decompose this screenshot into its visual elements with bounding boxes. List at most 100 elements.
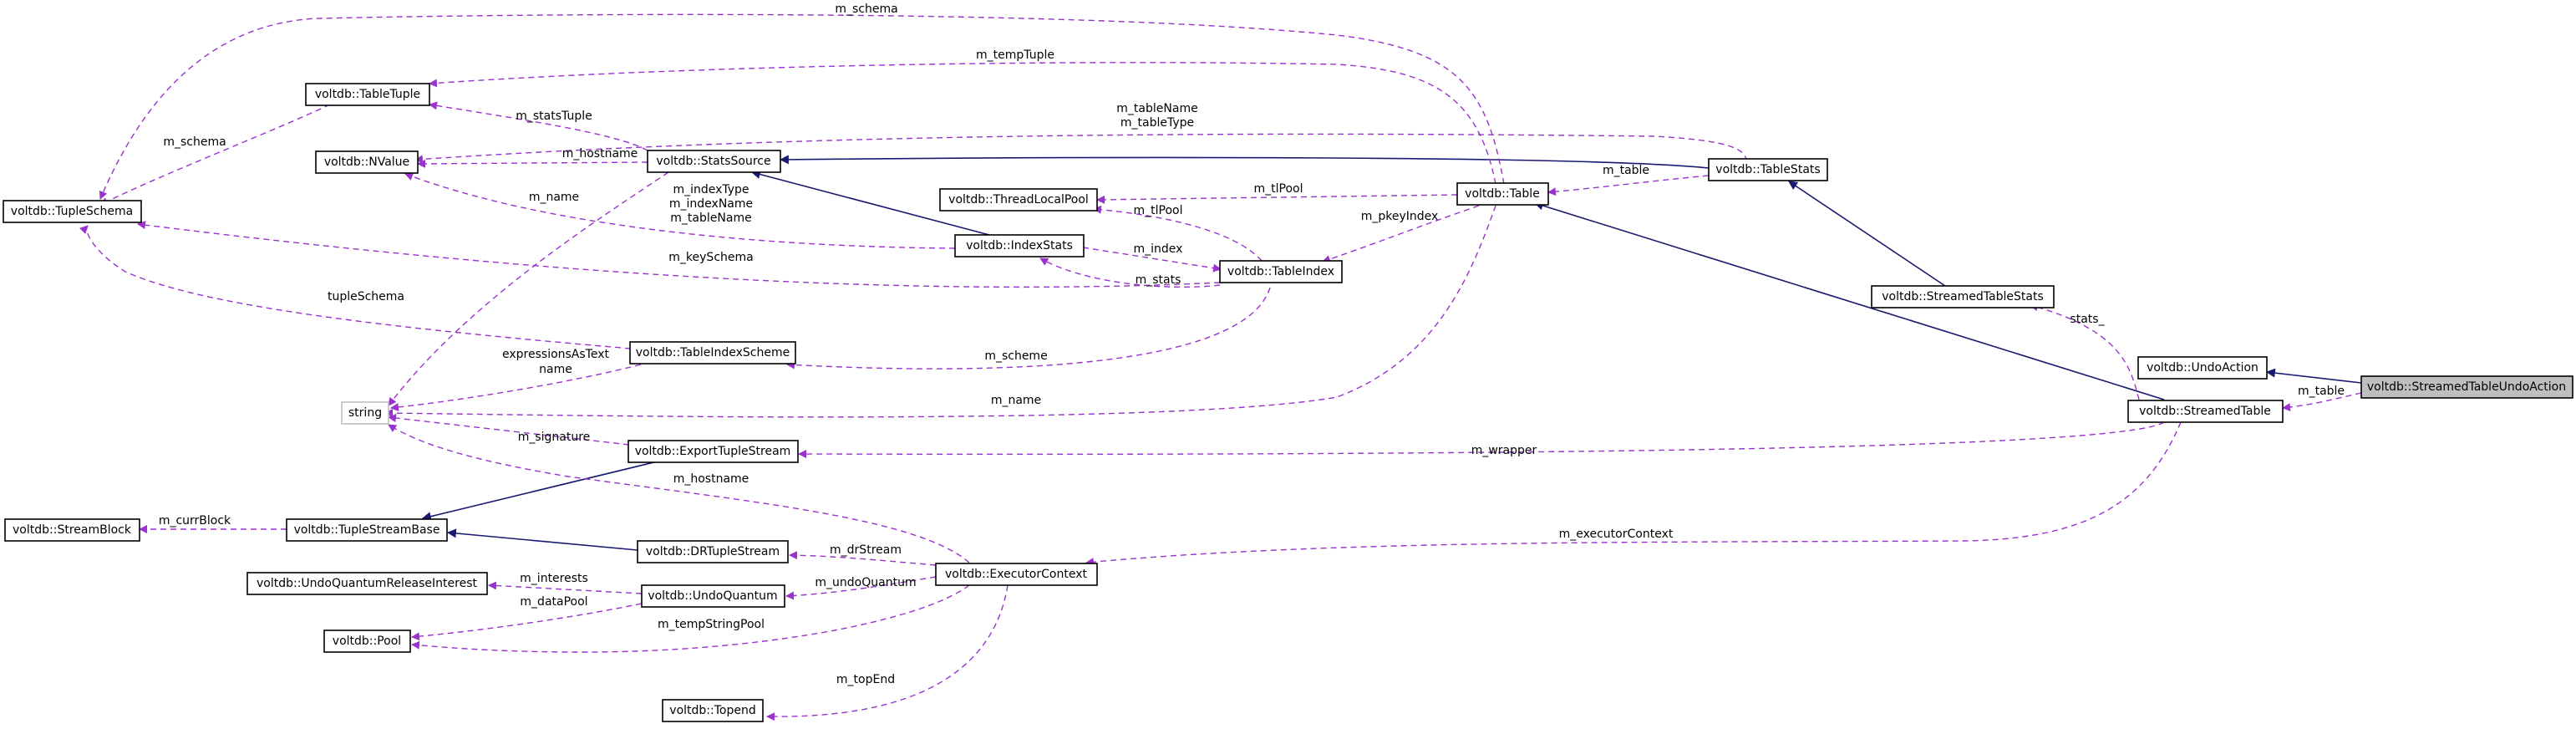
svg-text:voltdb::TableStats: voltdb::TableStats (1715, 163, 1820, 176)
svg-text:voltdb::StreamedTableUndoActio: voltdb::StreamedTableUndoAction (2367, 380, 2566, 394)
svg-text:voltdb::ExecutorContext: voltdb::ExecutorContext (945, 568, 1087, 581)
node-executorcontext[interactable]: voltdb::ExecutorContext (935, 563, 1098, 586)
label-m-interests: m_interests (520, 572, 588, 585)
svg-text:voltdb::TupleStreamBase: voltdb::TupleStreamBase (294, 523, 440, 537)
label-m-tempstringpool: m_tempStringPool (658, 618, 765, 631)
node-table[interactable]: voltdb::Table (1456, 182, 1549, 206)
label-m-indextype: m_indexType (673, 183, 749, 196)
svg-text:voltdb::TupleSchema: voltdb::TupleSchema (11, 205, 133, 218)
label-m-tabletype: m_tableType (1120, 116, 1194, 130)
edge-use-statssource-tabletuple (429, 101, 648, 151)
edge-use-statssource-string (388, 171, 669, 406)
label-name: name (539, 363, 572, 376)
node-tuplestreambase[interactable]: voltdb::TupleStreamBase (286, 518, 448, 542)
edge-inherit-streamedtablestats-tablestats (1788, 181, 1946, 287)
node-threadlocalpool[interactable]: voltdb::ThreadLocalPool (939, 188, 1098, 212)
edge-use-tablestats-table (1547, 175, 1710, 196)
svg-text:voltdb::UndoQuantum: voltdb::UndoQuantum (648, 589, 777, 603)
label-expressionsastext: expressionsAsText (502, 348, 610, 361)
edge-use-executorcontext-string (388, 424, 970, 563)
label-m-tablename-index: m_tableName (670, 212, 751, 225)
svg-text:voltdb::TableTuple: voltdb::TableTuple (315, 88, 420, 101)
edge-inherit-drtuplestream-tuplestreambase (446, 528, 638, 551)
edge-use-indexstats-nvalue (404, 172, 956, 249)
node-topend[interactable]: voltdb::Topend (662, 699, 764, 722)
edge-use-tableindex-indexstats (1039, 257, 1221, 288)
edge-use-streamedtable-executorcontext (1085, 421, 2182, 567)
svg-text:string: string (348, 406, 382, 420)
svg-text:voltdb::Topend: voltdb::Topend (669, 704, 755, 717)
label-m-hostname-exec: m_hostname (673, 472, 749, 486)
label-m-pkeyindex: m_pkeyIndex (1361, 210, 1439, 223)
edge-use-undoquantum-pool (411, 603, 643, 641)
node-statssource[interactable]: voltdb::StatsSource (647, 150, 781, 173)
node-string[interactable]: string (341, 401, 389, 425)
edge-use-tablestats-nvalue (414, 133, 1747, 164)
edge-use-tableindex-threadlocalpool (1093, 205, 1263, 262)
svg-text:voltdb::UndoQuantumReleaseInte: voltdb::UndoQuantumReleaseInterest (257, 577, 478, 590)
svg-text:voltdb::DRTupleStream: voltdb::DRTupleStream (646, 545, 780, 558)
label-m-statstuple: m_statsTuple (516, 110, 592, 123)
edge-use-executorcontext-undoquantum (785, 576, 937, 600)
edge-use-streamedtable-streamedtablestats (2030, 303, 2140, 400)
svg-text:voltdb::UndoAction: voltdb::UndoAction (2147, 361, 2258, 375)
svg-text:voltdb::Pool: voltdb::Pool (333, 635, 401, 648)
node-streamblock[interactable]: voltdb::StreamBlock (4, 518, 140, 542)
label-m-topend: m_topEnd (836, 673, 895, 686)
svg-text:voltdb::StreamedTableStats: voltdb::StreamedTableStats (1882, 290, 2044, 303)
node-tableindex[interactable]: voltdb::TableIndex (1219, 260, 1343, 283)
edge-use-executorcontext-drtuplestream (789, 551, 937, 566)
node-undoaction[interactable]: voltdb::UndoAction (2137, 356, 2268, 380)
svg-text:voltdb::NValue: voltdb::NValue (324, 155, 409, 169)
node-streamedtablestats[interactable]: voltdb::StreamedTableStats (1871, 285, 2055, 308)
edge-use-table-tabletuple (429, 62, 1496, 185)
node-undoquantumreleaseinterest[interactable]: voltdb::UndoQuantumReleaseInterest (246, 572, 488, 595)
edge-inherit-tablestats-statssource (779, 155, 1710, 169)
label-m-schema-left: m_schema (163, 135, 226, 149)
edge-use-statssource-nvalue (417, 159, 648, 168)
svg-text:voltdb::TableIndexScheme: voltdb::TableIndexScheme (636, 346, 790, 359)
node-tablestats[interactable]: voltdb::TableStats (1708, 158, 1828, 181)
label-m-index: m_index (1134, 242, 1183, 256)
edge-use-executorcontext-topend (766, 584, 1009, 721)
node-pool[interactable]: voltdb::Pool (323, 630, 411, 653)
edge-use-tableindexscheme-tupleschema (79, 225, 632, 349)
label-m-table-undo: m_table (2298, 385, 2345, 398)
edge-use-tabletuple-tupleschema (99, 104, 331, 206)
label-m-schema-top: m_schema (835, 3, 897, 16)
label-m-table-stats: m_table (1603, 164, 1649, 177)
label-m-wrapper: m_wrapper (1471, 444, 1537, 457)
label-m-hostname-top: m_hostname (562, 147, 638, 161)
node-streamedtable[interactable]: voltdb::StreamedTable (2127, 400, 2284, 423)
edge-use-table-tupleschema-top (99, 13, 1505, 200)
svg-text:voltdb::StreamBlock: voltdb::StreamBlock (13, 523, 132, 537)
edge-use-tableindex-tableindexscheme (786, 287, 1271, 370)
node-tableindexscheme[interactable]: voltdb::TableIndexScheme (629, 341, 796, 364)
node-tabletuple[interactable]: voltdb::TableTuple (305, 83, 430, 106)
node-indexstats[interactable]: voltdb::IndexStats (954, 234, 1085, 257)
svg-text:voltdb::StreamedTable: voltdb::StreamedTable (2139, 405, 2271, 418)
node-nvalue[interactable]: voltdb::NValue (315, 150, 419, 174)
svg-text:voltdb::StatsSource: voltdb::StatsSource (656, 155, 770, 168)
label-m-keyschema: m_keySchema (668, 251, 753, 264)
label-stats-: stats_ (2070, 313, 2105, 326)
svg-text:voltdb::ThreadLocalPool: voltdb::ThreadLocalPool (948, 193, 1089, 206)
label-m-undoquantum: m_undoQuantum (815, 576, 916, 589)
edge-inherit-indexstats-statssource (750, 170, 1006, 240)
edge-use-table-string (384, 205, 1496, 418)
node-drtuplestream[interactable]: voltdb::DRTupleStream (637, 540, 789, 563)
node-undoquantum[interactable]: voltdb::UndoQuantum (641, 584, 785, 608)
label-m-signature: m_signature (518, 431, 591, 444)
node-exporttuplestream[interactable]: voltdb::ExportTupleStream (627, 440, 799, 463)
svg-text:voltdb::Table: voltdb::Table (1465, 187, 1540, 201)
node-streamedtableundoaction[interactable]: voltdb::StreamedTableUndoAction (2360, 375, 2573, 399)
label-m-name-string: m_name (991, 394, 1041, 407)
edge-use-indexstats-tableindex (1082, 247, 1222, 273)
edge-use-streamedtableundoaction-streamedtable (2282, 392, 2362, 412)
label-m-tlpool-table: m_tlPool (1254, 182, 1303, 196)
node-tupleschema[interactable]: voltdb::TupleSchema (3, 200, 142, 223)
label-tupleschema: tupleSchema (328, 290, 404, 303)
label-m-tablename: m_tableName (1116, 102, 1197, 115)
label-m-drstream: m_drStream (830, 543, 902, 557)
